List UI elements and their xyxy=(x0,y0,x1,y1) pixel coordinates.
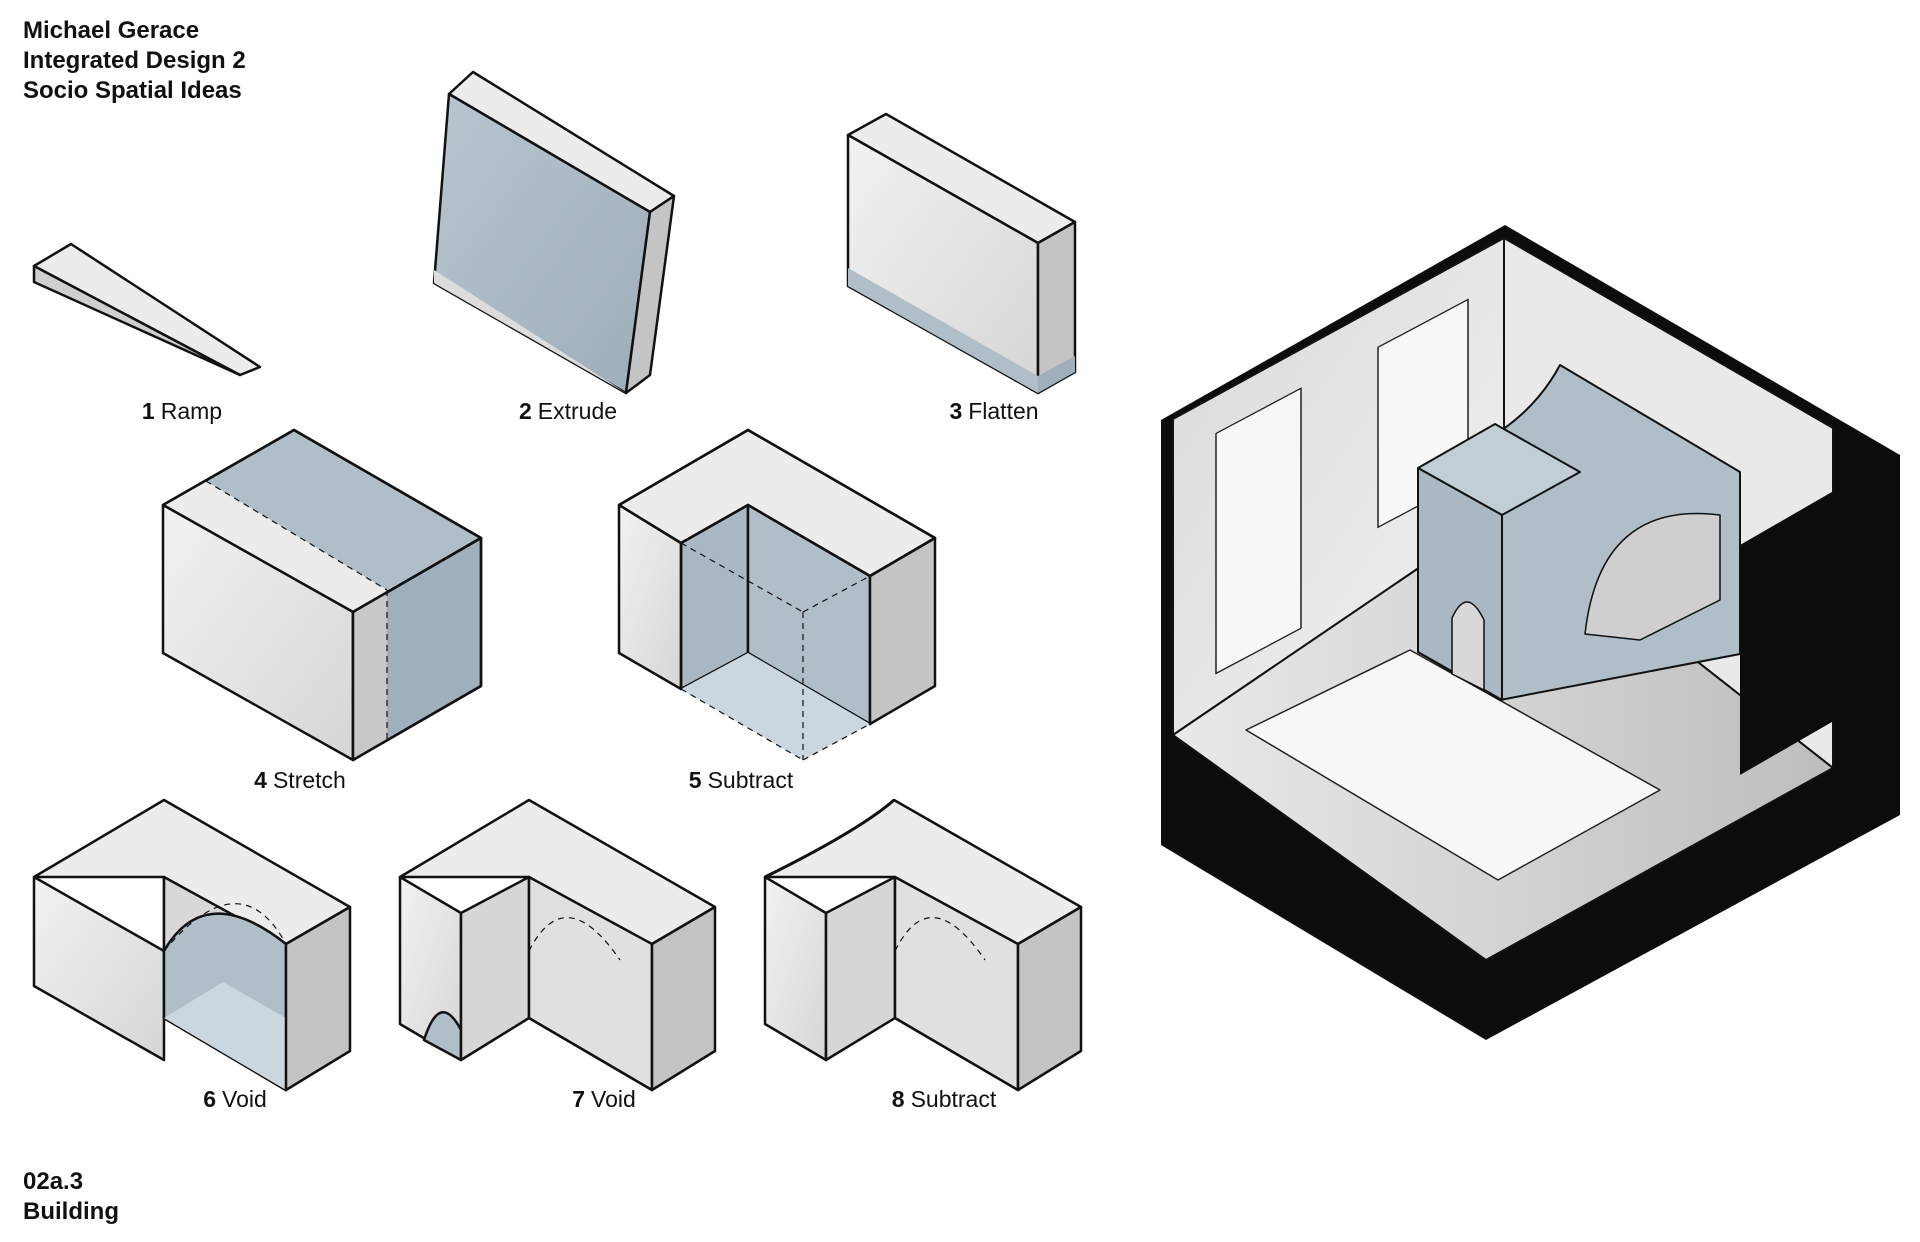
stretch-diagram xyxy=(161,428,483,762)
author-name: Michael Gerace xyxy=(23,17,200,44)
ramp-diagram xyxy=(32,242,262,377)
subtract-diagram xyxy=(617,428,937,761)
project-name: Socio Spatial Ideas xyxy=(23,77,242,104)
void-diagram-one xyxy=(32,798,352,1092)
void-diagram-two xyxy=(398,798,717,1092)
extrude-diagram xyxy=(432,70,676,395)
flatten-diagram xyxy=(846,112,1077,395)
room-section-axonometric xyxy=(1161,225,1900,1040)
course-name: Integrated Design 2 xyxy=(23,47,246,74)
sheet-footer: 02a.3 Building xyxy=(23,1167,119,1227)
title-block: Michael Gerace Integrated Design 2 Socio… xyxy=(23,16,246,106)
sheet-code: 02a.3 xyxy=(23,1168,84,1195)
sheet-title: Building xyxy=(23,1198,119,1225)
subtract-diagram-two xyxy=(763,798,1083,1092)
